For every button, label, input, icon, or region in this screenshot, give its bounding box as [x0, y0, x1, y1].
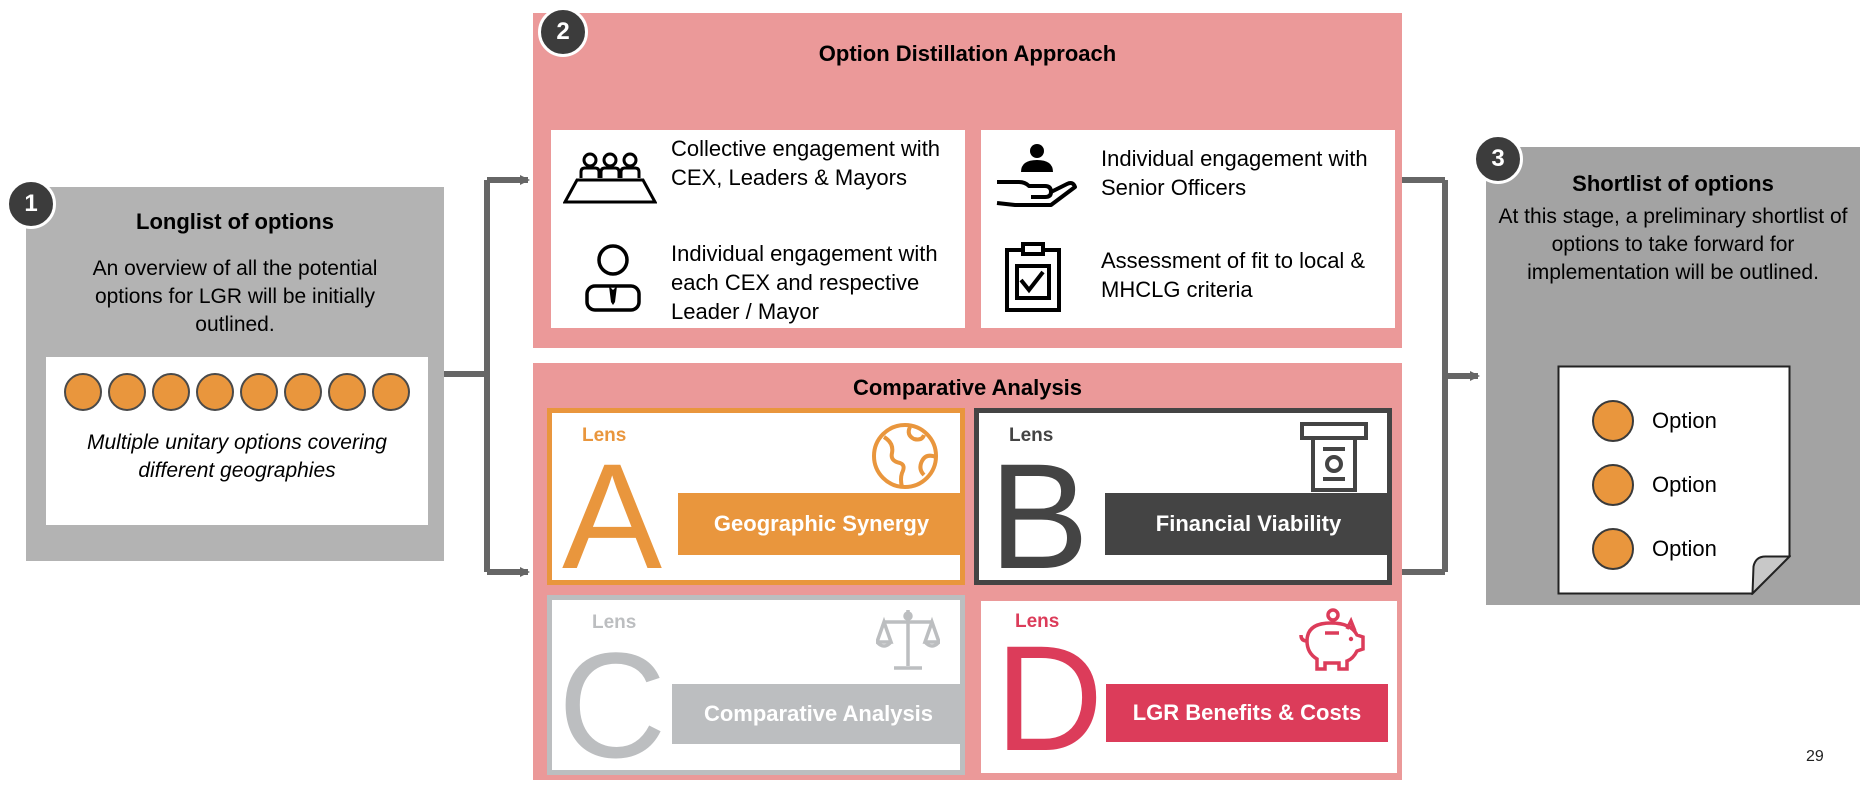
longlist-description: An overview of all the potential options… [92, 257, 378, 336]
longlist-caption: Multiple unitary options covering differ… [87, 431, 387, 482]
shortlist-panel: Shortlist of options At this stage, a pr… [1486, 147, 1860, 605]
page-number: 29 [1806, 748, 1824, 765]
comparative-title: Comparative Analysis [852, 375, 1083, 400]
lens-a-card: Lens A Geographic Synergy [547, 408, 965, 591]
engagement-text: Assessment of fit to local & MHCLG crite… [1101, 248, 1366, 302]
globe-icon [872, 423, 938, 489]
engagement-text: Individual engagement with each CEX and … [671, 241, 938, 324]
hand-person-icon [996, 144, 1077, 207]
option-circle-icon [1592, 464, 1634, 506]
lens-bar: Comparative Analysis [672, 684, 965, 744]
lens-b-card: Lens B Financial Viability [974, 408, 1392, 591]
option-label: Option [1652, 408, 1717, 433]
step-1-badge: 1 [6, 179, 56, 229]
lens-letter: B [989, 432, 1090, 600]
lens-letter: A [562, 432, 663, 600]
step-2-badge: 2 [538, 7, 588, 57]
lens-bar: Financial Viability [1105, 493, 1392, 555]
lens-bar: LGR Benefits & Costs [1106, 684, 1388, 742]
lens-d-card: Lens D LGR Benefits & Costs [981, 601, 1397, 773]
option-circle-icon [1592, 400, 1634, 442]
meeting-table-icon [563, 152, 657, 204]
option-circle-icon [196, 373, 234, 411]
atm-cash-icon [1300, 422, 1368, 492]
longlist-card: Multiple unitary options covering differ… [46, 357, 428, 525]
lens-bar: Geographic Synergy [678, 493, 965, 555]
option-label: Option [1652, 536, 1717, 561]
option-circle-icon [372, 373, 410, 411]
option-circle-icon [1592, 528, 1634, 570]
clipboard-check-icon [1005, 242, 1061, 312]
engagement-text: Individual engagement with Senior Office… [1101, 146, 1368, 200]
shortlist-description: At this stage, a preliminary shortlist o… [1498, 205, 1848, 284]
option-circle-icon [284, 373, 322, 411]
lens-c-card: Lens C Comparative Analysis [547, 595, 965, 780]
engagement-card-right: Individual engagement with Senior Office… [981, 130, 1395, 328]
lens-label: Lens [582, 425, 627, 446]
engagement-text: Collective engagement with CEX, Leaders … [671, 136, 941, 190]
scales-icon [876, 610, 940, 670]
option-circle-icon [240, 373, 278, 411]
option-label: Option [1652, 472, 1717, 497]
option-circle-icon [64, 373, 102, 411]
person-tie-icon [585, 244, 641, 312]
shortlist-title: Shortlist of options [1572, 171, 1774, 196]
lens-letter: D [995, 614, 1104, 782]
longlist-panel: Longlist of options An overview of all t… [26, 187, 444, 561]
distillation-panel: Option Distillation Approach Collective … [533, 13, 1402, 348]
engagement-card-left: Collective engagement with CEX, Leaders … [551, 130, 965, 328]
lens-letter: C [558, 621, 667, 789]
option-circle-icon [108, 373, 146, 411]
longlist-title: Longlist of options [136, 209, 334, 234]
option-circle-icon [328, 373, 366, 411]
option-circle-icon [152, 373, 190, 411]
lens-label: Lens [592, 612, 637, 633]
distillation-title: Option Distillation Approach [818, 41, 1117, 66]
step-3-badge: 3 [1473, 134, 1523, 184]
shortlist-note: Option Option Option [1557, 365, 1791, 595]
piggy-bank-icon [1299, 608, 1365, 671]
lens-label: Lens [1015, 611, 1060, 632]
comparative-panel: Comparative Analysis Lens A Geographic S… [533, 363, 1402, 780]
lens-label: Lens [1009, 425, 1054, 446]
option-circles [46, 373, 428, 416]
